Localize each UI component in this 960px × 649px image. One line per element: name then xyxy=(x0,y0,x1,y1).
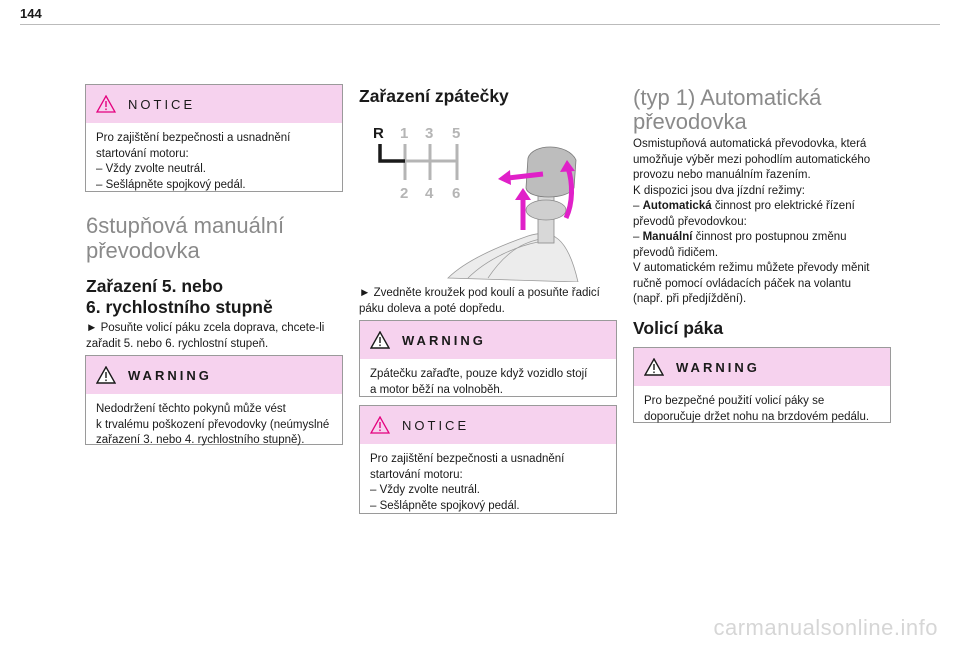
gear-pattern-diagram: R 1 3 5 2 4 6 xyxy=(373,125,460,202)
top-rule xyxy=(20,24,940,25)
gear-knob xyxy=(525,146,577,198)
gear-label-5: 5 xyxy=(452,125,460,142)
forward-arrow-icon xyxy=(563,167,574,220)
outro-line: ručně pomocí ovládacích páček na volantu xyxy=(633,277,851,290)
subtitle-gear56-line2: 6. rychlostního stupně xyxy=(86,297,273,317)
intro-line: K dispozici jsou dva jízdní režimy: xyxy=(633,184,805,197)
section-title-manual-line1: 6stupňová manuální xyxy=(86,213,285,238)
section-title-manual-line2: převodovka xyxy=(86,238,200,263)
warning-triangle-icon xyxy=(96,95,116,113)
subtitle-selector-lever: Volicí páka xyxy=(633,318,724,338)
warning-header: WARNING xyxy=(634,348,890,386)
middle-warning-box: WARNING Zpátečku zařaďte, pouze když voz… xyxy=(359,320,617,397)
right-warning-box: WARNING Pro bezpečné použití volicí páky… xyxy=(633,347,891,423)
section-title-automatic-line2: převodovka xyxy=(633,109,747,134)
warning-header: WARNING xyxy=(360,321,616,359)
mode-automatic-line2: převodů převodovkou: xyxy=(633,215,747,228)
warning-title: WARNING xyxy=(402,332,486,348)
warning-triangle-icon xyxy=(644,358,664,376)
left-arrow-icon xyxy=(507,171,544,181)
gear-lever-collar xyxy=(525,199,567,221)
mode-manual: – Manuální činnost pro postupnou změnu xyxy=(633,231,847,243)
instruction-gear56: ► Posuňte volicí páku zcela doprava, chc… xyxy=(86,322,325,350)
gear-shift-illustration: R 1 3 5 2 4 6 xyxy=(373,125,579,282)
notice-body: Pro zajištění bezpečnosti a usnadnění st… xyxy=(370,453,565,512)
intro-line: Osmistupňová automatická převodovka, kte… xyxy=(633,138,867,150)
notice-title: NOTICE xyxy=(402,417,470,433)
notice-header: NOTICE xyxy=(86,85,342,123)
left-notice-box: NOTICE Pro zajištění bezpečnosti a usnad… xyxy=(85,84,343,192)
warning-body: Pro bezpečné použití volicí páky se dopo… xyxy=(644,395,870,423)
page-number: 144 xyxy=(20,6,42,21)
warning-title: WARNING xyxy=(128,367,212,383)
intro-line: umožňuje výběr mezi pohodlím automatické… xyxy=(633,153,871,166)
gear-label-1: 1 xyxy=(400,125,408,142)
notice-title: NOTICE xyxy=(128,96,196,112)
gear-boot xyxy=(447,233,579,282)
warning-triangle-icon xyxy=(96,366,116,384)
middle-notice-box: NOTICE Pro zajištění bezpečnosti a usnad… xyxy=(359,405,617,514)
gear-label-2: 2 xyxy=(400,185,408,202)
subtitle-gear56-line1: Zařazení 5. nebo xyxy=(86,276,224,296)
mode-manual-line2: převodů řidičem. xyxy=(633,246,719,259)
mode-automatic: – Automatická činnost pro elektrické říz… xyxy=(633,200,855,212)
notice-body: Pro zajištění bezpečnosti a usnadnění st… xyxy=(96,132,291,191)
gear-label-4: 4 xyxy=(425,185,434,202)
notice-header: NOTICE xyxy=(360,406,616,444)
instruction-reverse: ► Zvedněte kroužek pod koulí a posuňte ř… xyxy=(359,287,600,315)
warning-triangle-icon xyxy=(370,331,390,349)
left-warning-box: WARNING Nedodržení těchto pokynů může vé… xyxy=(85,355,343,446)
section-title-automatic-line1: (typ 1) Automatická xyxy=(633,85,822,110)
warning-triangle-icon xyxy=(370,416,390,434)
section-title-reverse: Zařazení zpátečky xyxy=(359,86,509,106)
warning-body: Nedodržení těchto pokynů může vést k trv… xyxy=(96,403,330,446)
intro-line: provozu nebo manuálním řazením. xyxy=(633,169,811,181)
watermark: carmanualsonline.info xyxy=(713,615,938,640)
warning-header: WARNING xyxy=(86,356,342,394)
outro-line: V automatickém režimu můžete převody měn… xyxy=(633,262,870,274)
gear-label-6: 6 xyxy=(452,185,460,202)
warning-title: WARNING xyxy=(676,359,760,375)
gear-label-3: 3 xyxy=(425,125,433,142)
warning-body: Zpátečku zařaďte, pouze když vozidlo sto… xyxy=(370,368,588,396)
outro-line: (např. při předjíždění). xyxy=(633,293,747,305)
automatic-description: Osmistupňová automatická převodovka, kte… xyxy=(633,137,893,308)
gear-label-reverse: R xyxy=(373,125,384,142)
